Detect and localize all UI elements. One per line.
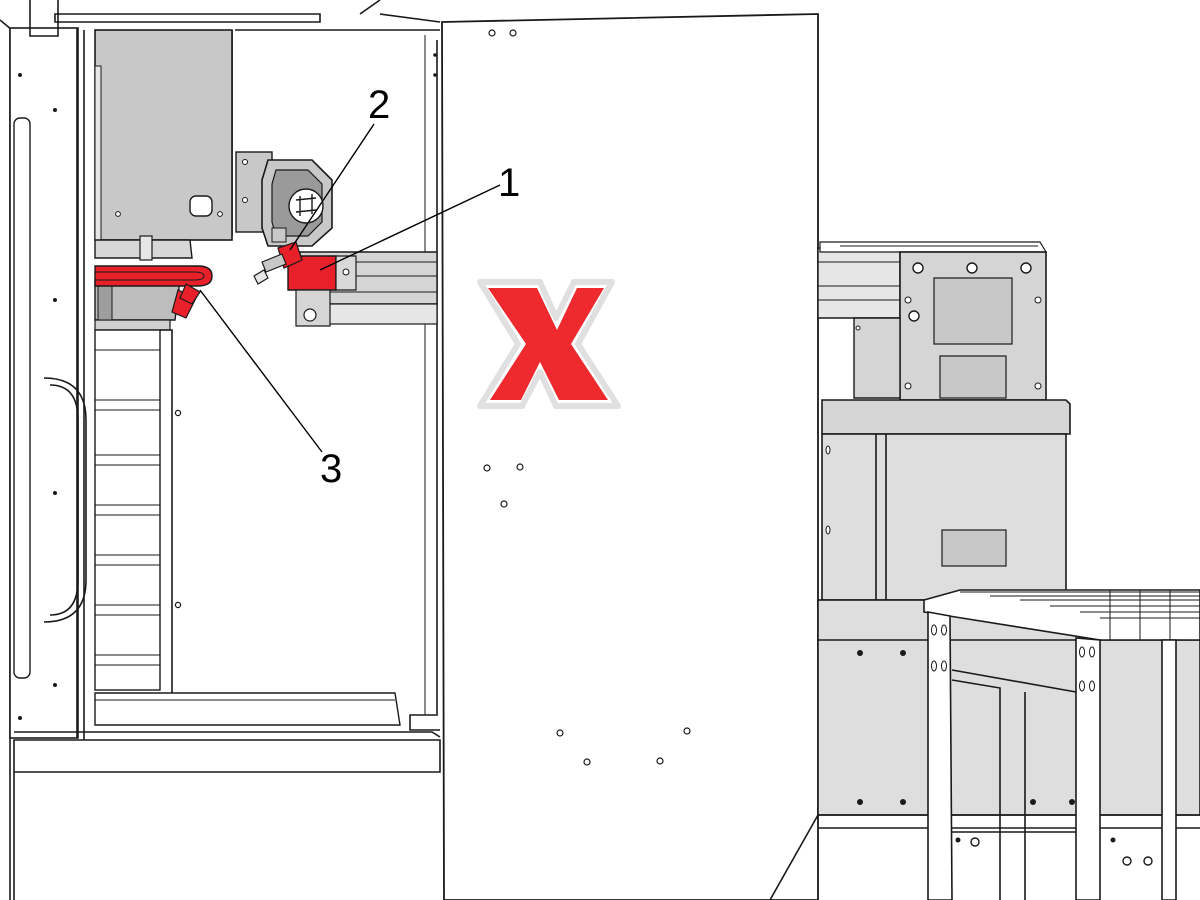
center-panel (359, 0, 819, 900)
callout-2: 2 (368, 83, 390, 127)
leader-line-2 (289, 123, 375, 251)
callout-3: 3 (320, 447, 342, 491)
callout-1: 1 (498, 161, 520, 205)
leader-line-3 (199, 289, 323, 453)
leader-line-1 (319, 184, 501, 271)
coolant-ring-highlight (94, 265, 213, 319)
callout-leaders (199, 123, 501, 453)
tool-changer (235, 151, 438, 327)
haas-logo-icon (288, 188, 324, 224)
spindle-head (13, 29, 441, 900)
x-mark-icon (477, 279, 621, 409)
tool-stand (923, 589, 1200, 900)
